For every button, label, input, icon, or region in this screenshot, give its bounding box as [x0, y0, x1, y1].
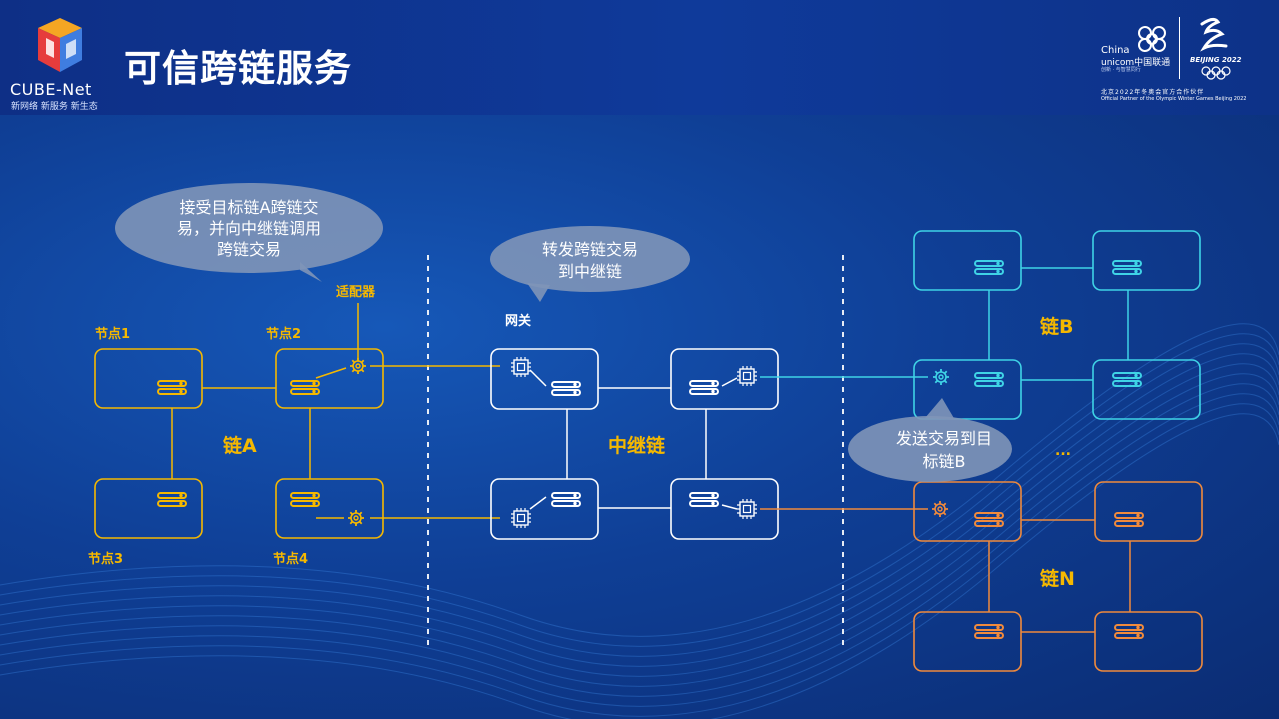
- server-icon: [974, 512, 1004, 527]
- server-icon: [1114, 624, 1144, 639]
- server-icon: [290, 492, 320, 507]
- chainN-node1-box: [913, 481, 1022, 542]
- adapter-bubble-line1: 接受目标链A跨链交: [180, 198, 319, 217]
- node3-box: [94, 478, 203, 539]
- beijing-2022-text: BEIJING 2022: [1190, 56, 1242, 64]
- server-icon: [974, 372, 1004, 387]
- adapter-bubble: 接受目标链A跨链交 易，并向中继链调用 跨链交易: [115, 183, 383, 282]
- brand-line1: China: [1101, 45, 1130, 56]
- gateway-label: 网关: [505, 313, 531, 329]
- node1-box: [94, 348, 203, 409]
- adapter-bubble-line2: 易，并向中继链调用: [177, 219, 321, 238]
- page-title: 可信跨链服务: [124, 47, 352, 90]
- node4-box: [275, 478, 384, 539]
- node2-label: 节点2: [266, 326, 301, 342]
- adapter-label: 适配器: [336, 284, 376, 300]
- brand-divider: [1179, 17, 1180, 79]
- node2-box: [275, 348, 384, 409]
- chainB-label: 链B: [1040, 315, 1073, 338]
- relay-node1-box: [490, 348, 599, 410]
- adapter-gear-icon: [932, 368, 950, 386]
- partner-en: Official Partner of the Olympic Winter G…: [1101, 96, 1247, 102]
- gateway-chip-icon: [510, 356, 532, 378]
- send-bubble: 发送交易到目 标链B: [848, 398, 1012, 482]
- server-icon: [551, 492, 581, 507]
- node4-label: 节点4: [273, 551, 308, 567]
- chainN-node3-box: [913, 611, 1022, 672]
- chainA-label: 链A: [223, 434, 257, 457]
- olympic-rings-icon: [1201, 66, 1231, 80]
- server-icon: [689, 380, 719, 395]
- adapter-bubble-line3: 跨链交易: [217, 240, 281, 259]
- gateway-chip-icon: [510, 507, 532, 529]
- gateway-chip-icon: [736, 365, 758, 387]
- beijing-emblem-icon: [1200, 17, 1228, 52]
- brand-line2: unicom中国联通: [1101, 58, 1171, 68]
- china-unicom-knot-icon: [1138, 26, 1166, 52]
- ellipsis-label: ...: [1055, 443, 1071, 459]
- node3-label: 节点3: [88, 551, 123, 567]
- server-icon: [551, 381, 581, 396]
- logo-subtitle: 新网络 新服务 新生态: [11, 102, 98, 112]
- chainN-node4-box: [1094, 611, 1203, 672]
- server-icon: [290, 380, 320, 395]
- relay-bubble-line2: 到中继链: [558, 262, 622, 281]
- adapter-gear-icon: [931, 500, 949, 518]
- server-icon: [974, 260, 1004, 275]
- server-icon: [974, 624, 1004, 639]
- node1-label: 节点1: [95, 326, 130, 342]
- adapter-gear-icon: [347, 509, 365, 527]
- chainN-node2-box: [1094, 481, 1203, 542]
- chainB-node2-box: [1092, 230, 1201, 291]
- server-icon: [689, 492, 719, 507]
- server-icon: [1112, 372, 1142, 387]
- relay-bubble: 转发跨链交易 到中继链: [490, 226, 690, 302]
- wave-decoration: [0, 323, 1279, 719]
- send-bubble-line1: 发送交易到目: [896, 429, 992, 448]
- chainN-label: 链N: [1040, 567, 1075, 590]
- relay-node2-box: [670, 348, 779, 410]
- send-bubble-line2: 标链B: [923, 452, 966, 471]
- server-icon: [1114, 512, 1144, 527]
- server-icon: [157, 492, 187, 507]
- chainB-node3-box: [913, 359, 1022, 420]
- gateway-chip-icon: [736, 498, 758, 520]
- chainB-node4-box: [1092, 359, 1201, 420]
- chainB-node1-box: [913, 230, 1022, 291]
- relay-chain-label: 中继链: [608, 434, 665, 457]
- partner-cn: 北京2022年冬奥会官方合作伙伴: [1101, 89, 1205, 96]
- adapter-gear-icon: [349, 357, 367, 375]
- header-bar: [0, 0, 1279, 115]
- relay-node3-box: [490, 478, 599, 540]
- cube-net-logo-icon: [38, 18, 82, 72]
- relay-bubble-line1: 转发跨链交易: [542, 240, 638, 259]
- server-icon: [157, 380, 187, 395]
- server-icon: [1112, 260, 1142, 275]
- brand-line3: 创新 · 与智慧同行: [1101, 67, 1141, 73]
- logo-text: CUBE-Net: [10, 80, 92, 99]
